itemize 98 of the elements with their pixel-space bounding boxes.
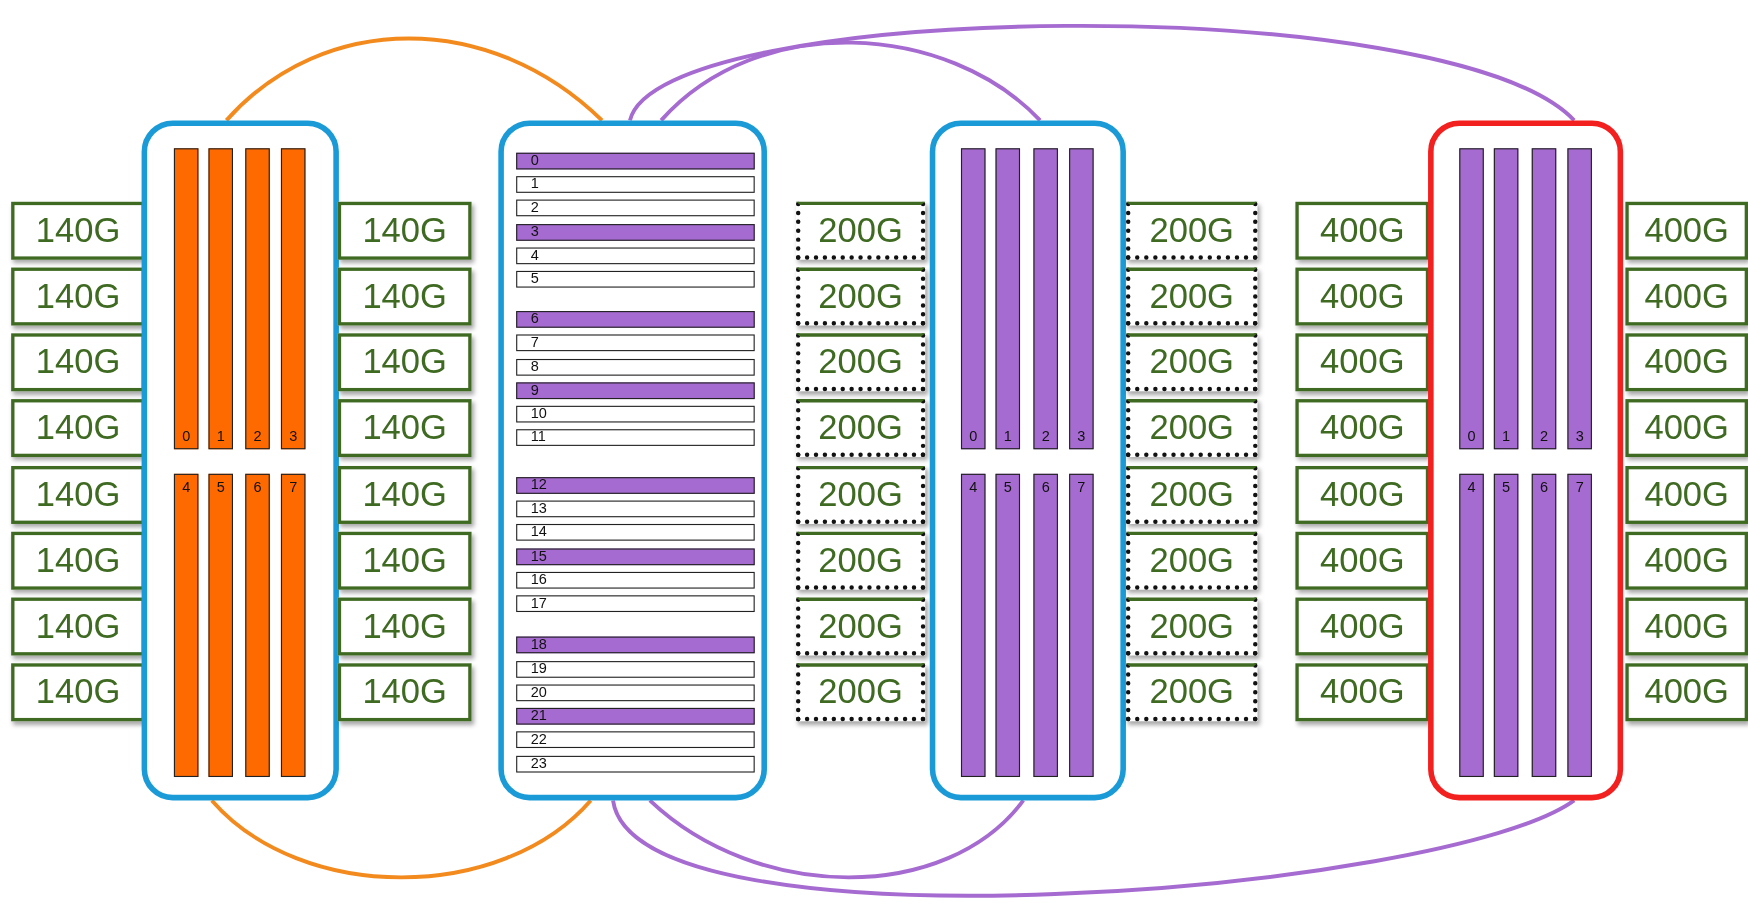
slot-row: 17 bbox=[516, 595, 755, 613]
slot-bar: 0 bbox=[1459, 148, 1484, 450]
slot-bar: 3 bbox=[1069, 148, 1094, 450]
slot-row: 10 bbox=[516, 405, 755, 423]
slot-row: 18 bbox=[516, 636, 755, 654]
slot-row: 4 bbox=[516, 247, 755, 265]
link-box: 200G bbox=[795, 267, 926, 326]
slot-row: 15 bbox=[516, 548, 755, 566]
link-box: 140G bbox=[337, 466, 472, 524]
slot-row: 5 bbox=[516, 270, 755, 288]
slot-row: 9 bbox=[516, 382, 755, 400]
link-box: 200G bbox=[795, 466, 926, 524]
link-box: 200G bbox=[1125, 333, 1258, 392]
slot-row: 7 bbox=[516, 334, 755, 352]
slot-bar: 7 bbox=[280, 473, 306, 777]
slot-row: 20 bbox=[516, 684, 755, 702]
slot-bar: 1 bbox=[995, 148, 1021, 450]
slot-bar: 5 bbox=[208, 473, 233, 777]
slot-row: 21 bbox=[516, 707, 755, 725]
slot-bar: 4 bbox=[1459, 473, 1484, 777]
connector-line bbox=[628, 24, 1576, 122]
slot-row: 11 bbox=[516, 429, 755, 446]
slot-bar: 6 bbox=[1531, 473, 1557, 777]
link-box: 400G bbox=[1625, 399, 1748, 458]
link-box: 140G bbox=[337, 663, 472, 722]
slot-bar: 7 bbox=[1069, 473, 1094, 777]
slot-bar: 6 bbox=[1033, 473, 1058, 777]
link-box: 400G bbox=[1625, 267, 1748, 326]
rounded-container bbox=[929, 120, 1126, 801]
link-box: 140G bbox=[337, 531, 472, 590]
link-box: 200G bbox=[1125, 597, 1258, 656]
link-box: 140G bbox=[337, 333, 472, 392]
slot-bar: 7 bbox=[1567, 473, 1592, 777]
connector-line bbox=[210, 799, 593, 880]
slot-bar: 0 bbox=[173, 148, 199, 450]
slot-bar: 5 bbox=[1493, 473, 1519, 777]
link-box: 200G bbox=[1125, 663, 1258, 722]
link-box: 200G bbox=[795, 531, 926, 590]
slot-bar: 5 bbox=[995, 473, 1021, 777]
connector-line bbox=[648, 798, 1025, 880]
link-box: 140G bbox=[337, 597, 472, 656]
slot-bar: 6 bbox=[245, 473, 270, 777]
rounded-container bbox=[141, 120, 339, 801]
link-box: 200G bbox=[1125, 399, 1258, 458]
slot-row: 22 bbox=[516, 731, 755, 749]
slot-row: 13 bbox=[516, 500, 755, 518]
rounded-container bbox=[1428, 120, 1624, 801]
slot-bar: 1 bbox=[208, 148, 233, 450]
slot-row: 16 bbox=[516, 571, 755, 589]
slot-row: 2 bbox=[516, 199, 755, 217]
link-box: 140G bbox=[337, 267, 472, 326]
slot-bar: 1 bbox=[1493, 148, 1519, 450]
connector-line bbox=[659, 40, 1042, 122]
link-box: 200G bbox=[1125, 267, 1258, 326]
slot-row: 12 bbox=[516, 477, 755, 494]
link-box: 140G bbox=[337, 201, 472, 260]
link-box: 400G bbox=[1295, 201, 1430, 260]
slot-bar: 0 bbox=[960, 148, 986, 450]
link-box: 200G bbox=[1125, 466, 1258, 524]
link-box: 200G bbox=[795, 201, 926, 260]
link-box: 140G bbox=[337, 399, 472, 458]
link-box: 400G bbox=[1295, 531, 1430, 590]
link-box: 200G bbox=[1125, 531, 1258, 590]
link-box: 400G bbox=[1295, 597, 1430, 656]
slot-row: 6 bbox=[516, 311, 755, 328]
link-box: 400G bbox=[1295, 663, 1430, 722]
link-box: 400G bbox=[1295, 466, 1430, 524]
link-box: 400G bbox=[1295, 267, 1430, 326]
link-box: 200G bbox=[1125, 201, 1258, 260]
slot-bar: 3 bbox=[1567, 148, 1592, 450]
link-box: 200G bbox=[795, 663, 926, 722]
slot-bar: 3 bbox=[280, 148, 306, 450]
slot-bar: 2 bbox=[245, 148, 270, 450]
slot-row: 1 bbox=[516, 176, 755, 193]
link-box: 200G bbox=[795, 597, 926, 656]
slot-row: 19 bbox=[516, 661, 755, 678]
slot-bar: 2 bbox=[1531, 148, 1557, 450]
slot-row: 14 bbox=[516, 523, 755, 541]
link-box: 400G bbox=[1625, 201, 1748, 260]
link-box: 400G bbox=[1625, 466, 1748, 524]
link-box: 400G bbox=[1625, 663, 1748, 722]
slot-row: 23 bbox=[516, 755, 755, 773]
link-box: 400G bbox=[1625, 597, 1748, 656]
link-box: 400G bbox=[1295, 333, 1430, 392]
slot-row: 8 bbox=[516, 358, 755, 376]
link-box: 400G bbox=[1625, 333, 1748, 392]
connector-line bbox=[611, 798, 1576, 898]
slot-bar: 4 bbox=[960, 473, 986, 777]
slot-row: 0 bbox=[516, 152, 755, 170]
rounded-container bbox=[498, 120, 767, 801]
slot-bar: 4 bbox=[173, 473, 199, 777]
link-box: 200G bbox=[795, 333, 926, 392]
link-box: 200G bbox=[795, 399, 926, 458]
link-box: 400G bbox=[1625, 531, 1748, 590]
link-box: 400G bbox=[1295, 399, 1430, 458]
connector-line bbox=[225, 36, 604, 122]
slot-row: 3 bbox=[516, 224, 755, 241]
slot-bar: 2 bbox=[1033, 148, 1058, 450]
